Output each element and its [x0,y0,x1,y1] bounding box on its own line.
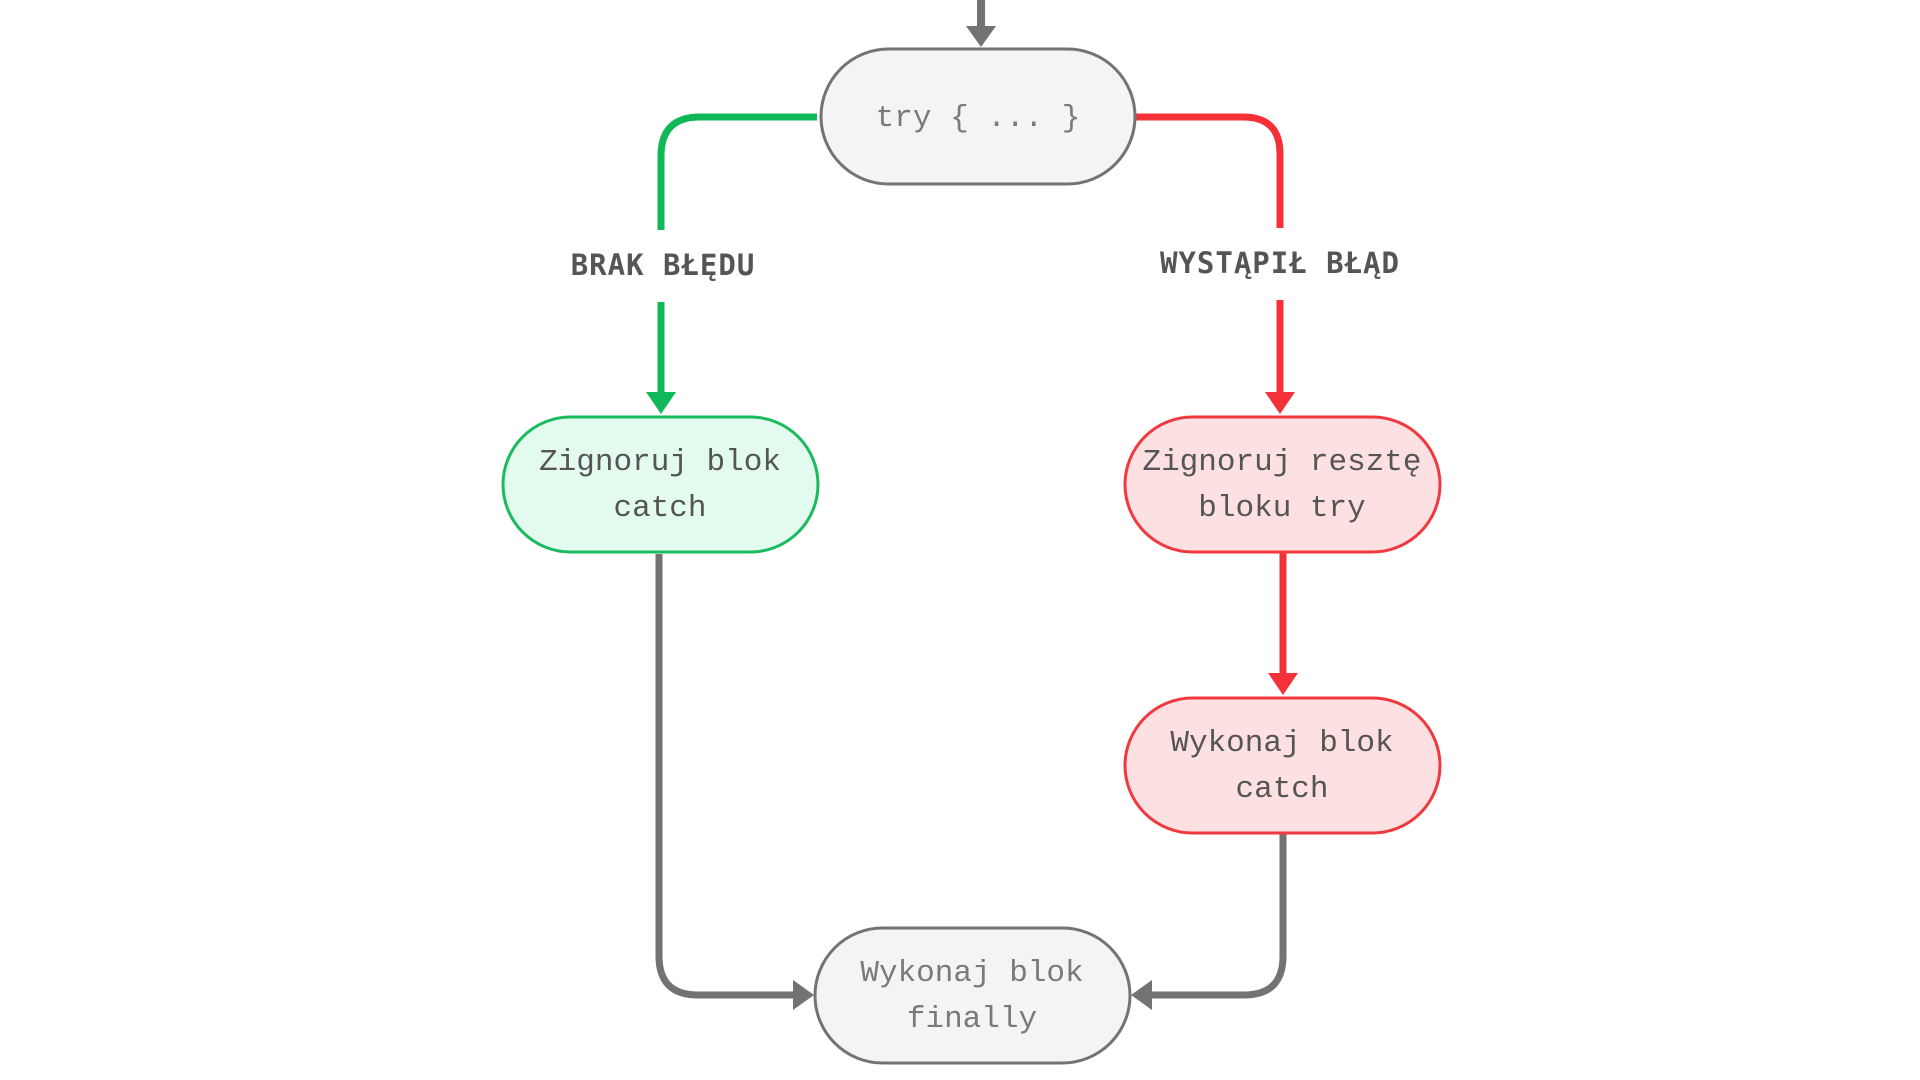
run-catch-node: Wykonaj blok catch [1123,696,1442,835]
try-node-label: try { ... } [876,101,1081,136]
run-finally-node: Wykonaj blok finally [813,926,1132,1065]
run-finally-label-line-2: finally [907,1002,1037,1037]
ignore-catch-to-finally-arrow [655,554,814,1010]
rest-to-catch-arrow [1268,552,1298,695]
run-catch-label-line-2: catch [1235,772,1328,807]
ignore-rest-try-label-line-2: bloku try [1198,491,1365,526]
try-node: try { ... } [819,47,1137,186]
ignore-catch-node: Zignoruj blok catch [501,415,820,554]
ignore-rest-try-label-line-1: Zignoruj resztę [1142,445,1421,480]
catch-to-finally-arrow [1131,834,1287,1010]
no-error-label: BRAK BŁĘDU [571,248,756,282]
error-connector [1135,113,1295,414]
incoming-arrow [966,0,996,47]
no-error-connector [646,113,817,414]
ignore-catch-label-line-2: catch [613,491,706,526]
ignore-rest-try-node: Zignoruj resztę bloku try [1123,415,1442,554]
error-label: WYSTĄPIŁ BŁĄD [1160,246,1400,280]
run-finally-label-line-1: Wykonaj blok [860,956,1083,991]
ignore-catch-label-line-1: Zignoruj blok [539,445,781,480]
run-catch-label-line-1: Wykonaj blok [1170,726,1393,761]
